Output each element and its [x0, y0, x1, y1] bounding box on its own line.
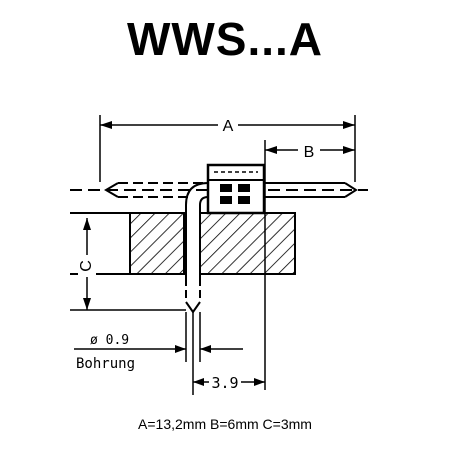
- hole-word-label: Bohrung: [76, 356, 135, 372]
- hidden-pin-left: [104, 182, 208, 198]
- hole-diameter-label: ø 0.9: [90, 333, 129, 348]
- dimension-c: C: [70, 218, 186, 311]
- pcb-board: [70, 212, 296, 275]
- dimension-3-9: 3.9: [193, 373, 265, 392]
- label-b: B: [304, 144, 315, 161]
- horizontal-pin: [264, 182, 358, 198]
- label-a: A: [223, 118, 234, 135]
- dimension-b: B: [265, 141, 355, 161]
- dimension-a: A: [100, 115, 355, 135]
- dimension-caption: A=13,2mm B=6mm C=3mm: [138, 416, 312, 432]
- hole-callout: ø 0.9 Bohrung: [74, 333, 243, 372]
- label-3-9: 3.9: [211, 374, 238, 392]
- bent-pin: [185, 182, 209, 395]
- title: WWS...A: [126, 13, 324, 65]
- extension-lines: [99, 115, 356, 390]
- label-c: C: [78, 260, 95, 272]
- connector-housing: [206, 163, 266, 215]
